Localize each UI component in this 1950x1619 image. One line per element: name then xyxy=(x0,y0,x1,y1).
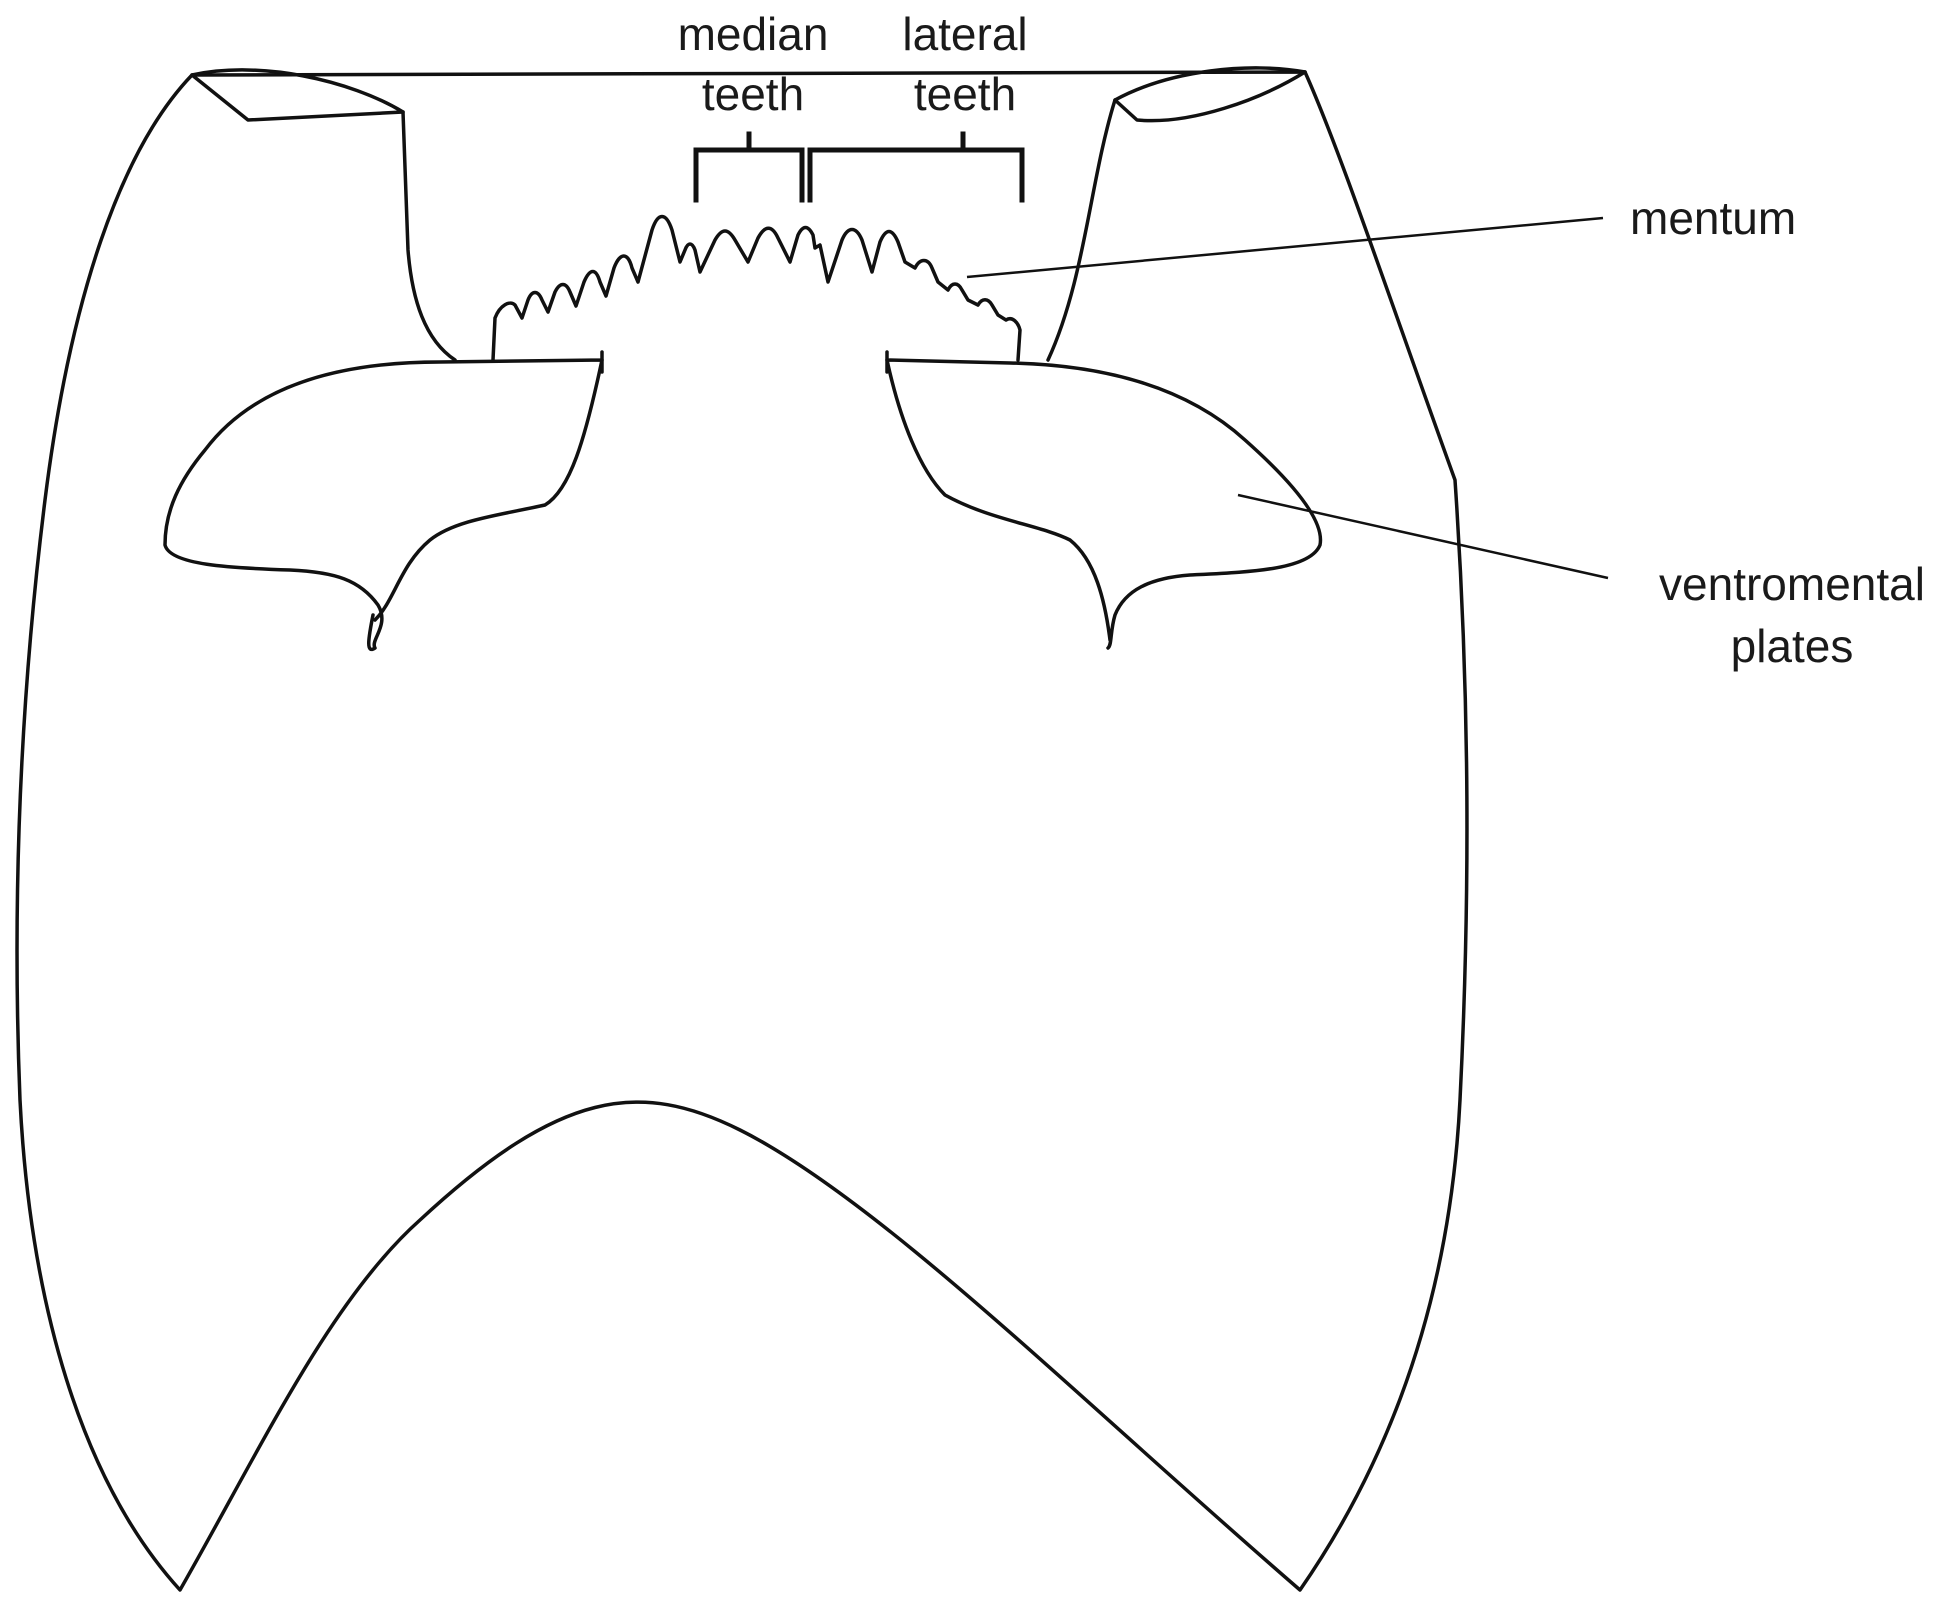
left-lobe-top xyxy=(190,68,405,114)
right-lobe-top xyxy=(1113,66,1307,102)
right-lobe-outline xyxy=(1046,70,1307,362)
ventromental-leader-line xyxy=(1237,493,1609,580)
mentum-leader-line xyxy=(966,216,1604,279)
ventromental-plates-label-line1: ventromental xyxy=(1659,558,1925,610)
head-capsule-outline xyxy=(15,70,1469,1592)
mentum-teeth-outline xyxy=(491,214,1022,362)
median-teeth-label-line1: median xyxy=(678,8,829,60)
median-teeth-label-line2: teeth xyxy=(702,68,804,120)
left-ventromental-plate xyxy=(163,358,604,652)
lateral-teeth-label-line1: lateral xyxy=(902,8,1027,60)
right-ventromental-plate xyxy=(885,358,1323,650)
median-teeth-bracket xyxy=(693,131,805,203)
lateral-teeth-label-line2: teeth xyxy=(914,68,1016,120)
lateral-teeth-bracket xyxy=(807,131,1025,203)
left-lobe-outline xyxy=(190,73,457,362)
ventromental-plates-label-line2: plates xyxy=(1731,620,1854,672)
mentum-label: mentum xyxy=(1630,192,1796,244)
